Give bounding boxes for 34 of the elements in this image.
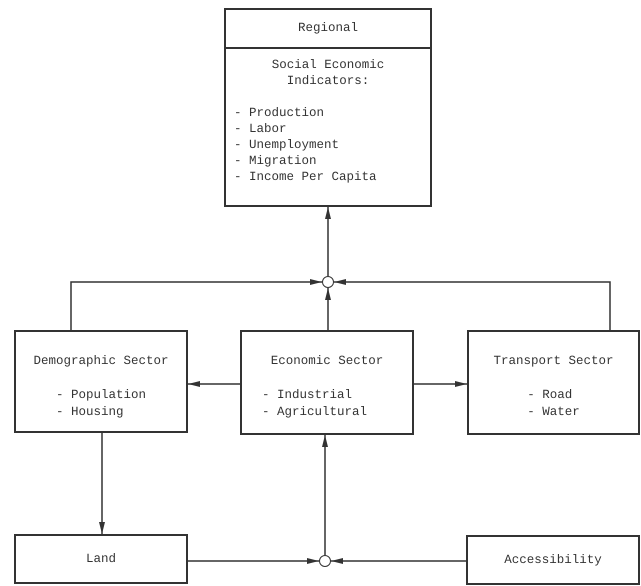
- arrow: [99, 433, 105, 534]
- arrow: [322, 435, 328, 555]
- sector-box: [240, 330, 414, 435]
- sector-box: [14, 330, 188, 433]
- sector-box: [14, 534, 188, 584]
- list-item: - Agricultural: [262, 404, 368, 421]
- list-item: - Production: [234, 105, 326, 121]
- list-item: - Industrial: [262, 386, 354, 404]
- arrow: [331, 558, 466, 564]
- box-heading: Regional: [298, 20, 358, 38]
- arrow: [334, 279, 611, 330]
- box-heading: Transport Sector: [493, 353, 614, 370]
- arrow: [325, 207, 331, 276]
- arrow: [414, 381, 467, 387]
- box-heading: Accessibility: [504, 552, 602, 569]
- list-item: - Housing: [56, 404, 124, 421]
- box-heading: Land: [86, 550, 116, 568]
- arrow: [188, 381, 240, 387]
- sector-box: [467, 330, 640, 435]
- list-item: - Water: [527, 404, 580, 421]
- arrow: [70, 279, 322, 330]
- box-heading: Economic Sector: [270, 353, 384, 370]
- list-item: - Road: [527, 386, 574, 404]
- list-item: - Income Per Capita: [234, 169, 377, 185]
- list-item: - Population: [56, 386, 146, 404]
- indicator-box: [224, 8, 432, 207]
- list-item: - Migration: [234, 153, 318, 169]
- arrow: [188, 558, 319, 564]
- box-heading: Demographic Sector: [33, 353, 169, 370]
- box-subheading: Social Economic Indicators:: [270, 57, 386, 89]
- list-item: - Unemployment: [234, 137, 340, 153]
- sector-box: [466, 535, 640, 585]
- arrow: [325, 288, 331, 330]
- list-item: - Labor: [234, 121, 288, 137]
